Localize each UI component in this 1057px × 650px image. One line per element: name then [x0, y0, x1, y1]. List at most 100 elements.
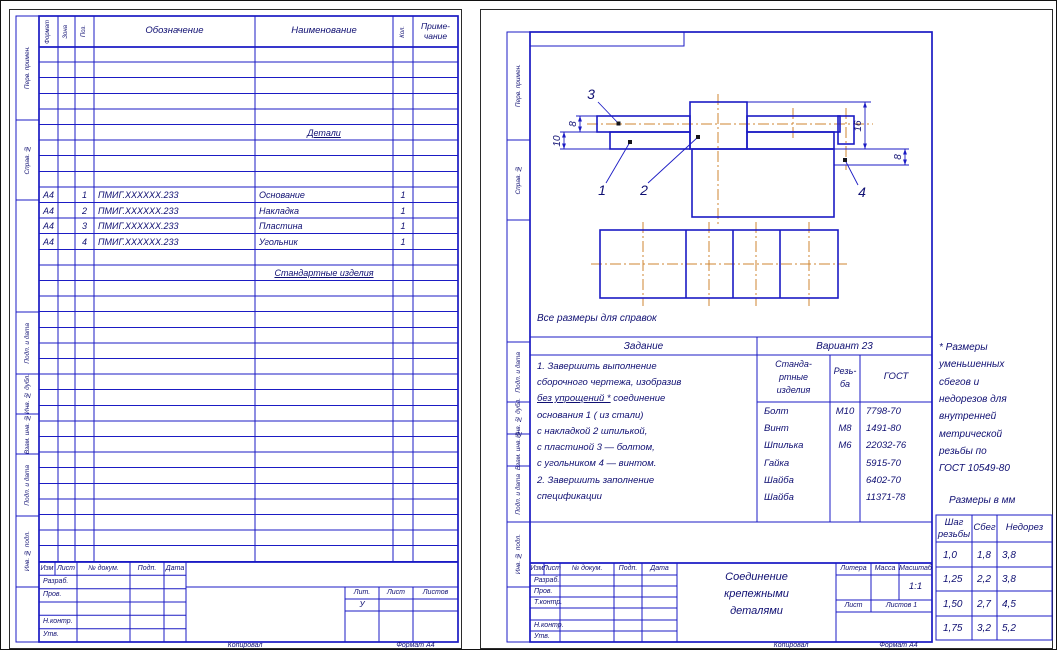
- margin-label-text: Справ. №: [514, 165, 522, 195]
- tb-dokum: № докум.: [571, 565, 603, 573]
- thread-nedorez: 4,5: [1002, 598, 1016, 610]
- margin-label-text: Подп. и дата: [23, 322, 31, 364]
- tb-razrab: Разраб.: [43, 577, 69, 585]
- std-header-items: Станда-: [775, 358, 812, 369]
- task-underlined: без упрощений *: [537, 393, 611, 404]
- tb-prov: Пров.: [43, 591, 62, 599]
- part-outlines: [596, 101, 855, 299]
- std-thread: М8: [838, 423, 852, 434]
- note-line: резьбы по: [939, 446, 987, 457]
- note-line: внутренней: [939, 411, 997, 422]
- cell-name: Основание: [259, 190, 305, 201]
- callout-1: 1: [598, 182, 606, 198]
- tb-podp: Подп.: [618, 565, 638, 573]
- cell-qty: 1: [400, 236, 406, 247]
- footer-format: Формат А4: [879, 642, 918, 650]
- margin-label: Справ. №: [507, 140, 530, 220]
- units-note: Размеры в мм: [949, 495, 1016, 506]
- std-thread: М6: [838, 440, 852, 451]
- tb-scale: 1:1: [908, 581, 923, 593]
- note-line: ГОСТ 10549-80: [939, 463, 1010, 474]
- spec-header-designation: Обозначение: [145, 25, 204, 37]
- tb-dokum: № докум.: [88, 564, 119, 572]
- margin-label-text: Взам. инв. №: [514, 429, 522, 471]
- tb-title-line: Соединение: [725, 571, 788, 584]
- specification-sheet: Перв. примен. Справ. № Подп. и дата Инв.…: [9, 9, 462, 649]
- cell-pos: 4: [81, 236, 87, 247]
- std-name: Болт: [764, 406, 789, 417]
- thread-row: 1,50 2,7 4,5: [936, 597, 1052, 611]
- thread-nedorez: 5,2: [1002, 622, 1016, 634]
- tb-razrab: Разраб.: [534, 576, 560, 584]
- note-line: сбегов и: [939, 377, 980, 388]
- thread-step: 1,50: [943, 598, 963, 610]
- note-line: метрической: [939, 429, 1003, 440]
- spec-header-qty-text: Кол.: [399, 25, 406, 38]
- spec-header-pos-text: Поз.: [81, 25, 88, 38]
- std-row: Шайба 11371-78: [757, 490, 932, 505]
- note-line: * Размеры: [939, 342, 988, 353]
- std-thread: [830, 490, 860, 505]
- thread-step: 1,75: [943, 622, 963, 634]
- margin-label: Перв. примен.: [507, 32, 530, 140]
- thread-sbeg: 2,7: [977, 598, 991, 610]
- section-title: Детали: [307, 127, 341, 138]
- spec-header-zone: Зона: [58, 16, 75, 47]
- thread-row: 1,75 3,2 5,2: [936, 621, 1052, 635]
- margin-label: Инв. № дубл.: [16, 374, 39, 414]
- task-header: Задание: [623, 340, 664, 352]
- dim-8-left: 8: [568, 121, 579, 127]
- cell-qty: 1: [400, 190, 406, 201]
- std-gost: 1491-80: [866, 423, 901, 434]
- task-line: без упрощений * соединение: [537, 393, 666, 404]
- std-name: Шпилька: [764, 440, 804, 451]
- sheet-grid: [506, 31, 1053, 643]
- spec-header-note-line2: чание: [423, 30, 448, 41]
- task-line: 1. Завершить выполнение: [537, 361, 657, 372]
- std-row: Винт М8 1491-80: [757, 421, 932, 436]
- std-header-thread: Резь-: [833, 365, 857, 376]
- std-header-gost: ГОСТ: [883, 370, 909, 382]
- spec-header-format-text: Формат: [45, 19, 52, 44]
- cell-name: Накладка: [259, 205, 300, 216]
- spec-header-pos: Поз.: [75, 16, 94, 47]
- margin-label: Справ. №: [16, 120, 39, 200]
- tb-title-line: крепежными: [724, 588, 789, 601]
- tb-nkontr: Н.контр.: [534, 621, 564, 629]
- std-thread: [830, 473, 860, 488]
- margin-label-text: Инв. № дубл.: [23, 374, 31, 414]
- tb-izm: Изм: [530, 565, 544, 573]
- tb-list: Лист: [56, 564, 76, 572]
- cell-format: А4: [42, 205, 54, 216]
- std-row: Шайба 6402-70: [757, 473, 932, 488]
- thread-sbeg: 1,8: [977, 549, 991, 561]
- callout-3: 3: [587, 86, 595, 102]
- tb-podp: Подп.: [137, 564, 157, 572]
- cell-name: Пластина: [259, 221, 303, 232]
- spec-header-qty: Кол.: [393, 16, 413, 47]
- margin-label-text: Перв. примен.: [514, 64, 522, 108]
- cell-designation: ПМИГ.XXXXXX.233: [98, 205, 179, 216]
- drawing-labels: 3 1 2 4 8 10 16 8: [552, 86, 904, 200]
- reference-note: Все размеры для справок: [537, 313, 657, 324]
- std-name: Шайба: [764, 475, 794, 486]
- margin-label-text: Подп. и дата: [514, 473, 522, 515]
- spec-header-name: Наименование: [291, 25, 357, 37]
- margin-label-text: Справ. №: [23, 145, 31, 175]
- tb-utv: Утв.: [43, 631, 59, 639]
- margin-label: Подп. и дата: [16, 454, 39, 516]
- footer-kopiroval: Копировал: [773, 642, 809, 650]
- spec-header-format: Формат: [39, 16, 58, 47]
- margin-label: Взам. инв. №: [16, 414, 39, 454]
- tb-lit-value: У: [359, 599, 365, 609]
- thread-nedorez: 3,8: [1002, 549, 1016, 561]
- std-gost: 11371-78: [866, 492, 906, 503]
- margin-label: Инв. № подл.: [16, 516, 39, 587]
- spec-header-note-line1: Приме-: [421, 21, 450, 32]
- tb-list-label: Лист: [844, 602, 863, 610]
- tb-prov: Пров.: [534, 587, 553, 595]
- task-line-rest: соединение: [610, 393, 666, 404]
- std-thread: М10: [835, 406, 855, 417]
- std-name: Гайка: [764, 458, 790, 469]
- std-header-thread: ба: [839, 378, 851, 389]
